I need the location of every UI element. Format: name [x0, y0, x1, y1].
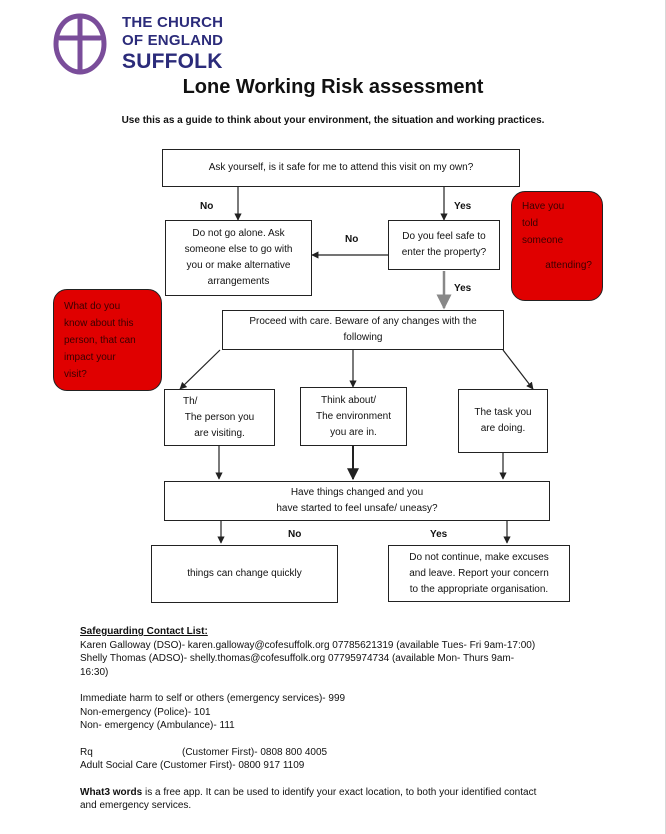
reminder-know-line-3: person, that can [64, 335, 136, 346]
reminder-know-line-4: impact your [64, 352, 116, 363]
factor-environment-box: Think about/ The environment you are in. [300, 387, 407, 446]
factor-task-line-2: are doing. [480, 423, 526, 434]
question-safe-alone-text: Ask yourself, is it safe for me to atten… [208, 162, 474, 173]
what3words-line: What3 words is a free app. It can be use… [80, 786, 600, 800]
contact-list-heading: Safeguarding Contact List: [80, 626, 208, 637]
label-no-2: No [345, 234, 359, 245]
factor-environment-line-3: you are in. [330, 426, 377, 438]
question-feel-safe-line-2: enter the property? [401, 247, 487, 258]
factor-person-line-3: are visiting. [194, 427, 245, 439]
factor-person-line-2: The person you [184, 411, 255, 423]
emergency-line-1: Immediate harm to self or others (emerge… [80, 693, 346, 704]
reminder-told-line-1: Have you [522, 201, 565, 212]
logo-line-3: SUFFOLK [122, 50, 223, 73]
do-not-go-alone-line-2: someone else to go with [184, 244, 293, 255]
logo-line-1: THE CHURCH [122, 14, 224, 31]
factor-task-line-1: The task you [474, 407, 532, 418]
contact-line-1: Karen Galloway (DSO)- karen.galloway@cof… [80, 639, 536, 651]
reminder-told-line-2: told [522, 218, 539, 229]
page-title: Lone Working Risk assessment [182, 76, 484, 98]
do-not-go-alone-line-3: you or make alternative [186, 260, 291, 271]
proceed-line-2: following [343, 332, 383, 343]
question-feel-safe-box: Do you feel safe to enter the property? [388, 220, 500, 270]
customer-first-right: (Customer First)- 0808 800 4005 [182, 746, 328, 758]
contact-line-2: Shelly Thomas (ADSO)- shelly.thomas@cofe… [80, 653, 515, 664]
label-no-3: No [288, 529, 302, 540]
do-not-continue-box: Do not continue, make excuses and leave.… [388, 545, 570, 602]
church-cross-icon [53, 13, 107, 75]
customer-first-line: Rq (Customer First)- 0808 800 4005 [80, 746, 600, 760]
church-logo: THE CHURCH OF ENGLAND SUFFOLK [50, 10, 230, 78]
do-not-continue-line-2: and leave. Report your concern [409, 567, 549, 579]
emergency-line-3: Non- emergency (Ambulance)- 111 [80, 720, 235, 731]
label-no-1: No [200, 201, 214, 212]
label-yes-1: Yes [454, 201, 472, 212]
reminder-told-line-3: someone [522, 235, 564, 246]
customer-first-left: Rq [80, 746, 93, 758]
do-not-go-alone-line-4: arrangements [207, 276, 270, 287]
label-yes-3: Yes [430, 529, 448, 540]
page-subtitle: Use this as a guide to think about your … [121, 115, 545, 126]
reminder-told-line-4 [522, 249, 592, 257]
reminder-know-person: What do you know about this person, that… [53, 289, 162, 391]
reminder-know-line-5: visit? [64, 369, 87, 380]
factor-person-line-1: Th/ [183, 395, 198, 407]
logo-line-2: OF ENGLAND [122, 32, 224, 49]
proceed-with-care-box: Proceed with care. Beware of any changes… [222, 310, 504, 350]
things-change-quickly-text: things can change quickly [187, 568, 302, 579]
things-change-quickly-box: things can change quickly [151, 545, 338, 603]
factor-environment-line-2: The environment [315, 410, 392, 422]
reminder-told-someone: Have you told someone attending? [511, 191, 603, 301]
question-feel-safe-line-1: Do you feel safe to [402, 231, 486, 242]
factor-task-box: The task you are doing. [458, 389, 548, 453]
do-not-go-alone-box: Do not go alone. Ask someone else to go … [165, 220, 312, 296]
do-not-continue-line-1: Do not continue, make excuses [409, 551, 549, 563]
what3words-rest: is a free app. It can be used to identif… [142, 786, 537, 798]
question-safe-alone: Ask yourself, is it safe for me to atten… [162, 149, 520, 187]
proceed-line-1: Proceed with care. Beware of any changes… [249, 316, 477, 327]
emergency-line-2: Non-emergency (Police)- 101 [80, 706, 211, 718]
safeguarding-contact-list: Safeguarding Contact List: Karen Gallowa… [80, 625, 600, 813]
label-yes-2: Yes [454, 283, 472, 294]
factor-environment-line-1: Think about/ [321, 394, 377, 406]
reminder-know-line-2: know about this [64, 318, 134, 329]
question-things-changed-box: Have things changed and you have started… [164, 481, 550, 521]
things-changed-line-2: have started to feel unsafe/ uneasy? [276, 503, 438, 514]
reminder-told-line-5: attending? [545, 260, 592, 271]
do-not-go-alone-line-1: Do not go alone. Ask [192, 228, 285, 239]
contact-line-3: 16:30) [80, 666, 109, 678]
do-not-continue-line-3: to the appropriate organisation. [409, 583, 549, 595]
reminder-know-line-1: What do you [64, 301, 121, 312]
what3words-line-2: and emergency services. [80, 800, 192, 811]
things-changed-line-1: Have things changed and you [290, 487, 424, 498]
adult-social-care-line: Adult Social Care (Customer First)- 0800… [80, 760, 305, 771]
what3words-bold: What3 words [80, 786, 143, 798]
factor-person-box: Th/ The person you are visiting. [164, 389, 275, 446]
